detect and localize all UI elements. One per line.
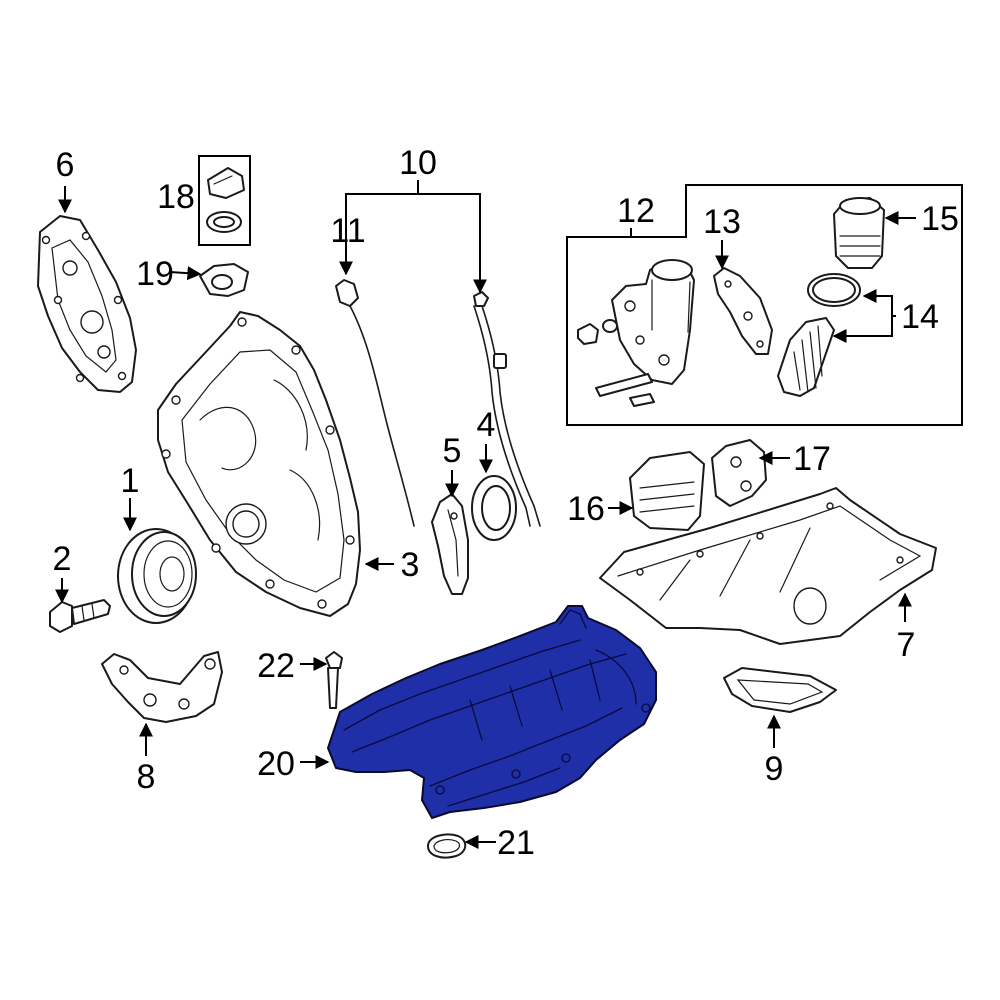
callout-12: 12 [617, 192, 655, 230]
leader-lines [55, 180, 916, 849]
callout-8: 8 [137, 758, 156, 796]
part-16-oil-cooler [629, 451, 705, 531]
callout-3: 3 [401, 546, 420, 584]
part-17-gasket [711, 439, 767, 507]
part-1-pulley [117, 528, 197, 624]
part-22-bolt [325, 651, 343, 709]
callout-17: 17 [793, 440, 831, 478]
callout-20: 20 [257, 745, 295, 783]
callout-19: 19 [136, 255, 174, 293]
callout-7: 7 [897, 626, 916, 664]
callout-21: 21 [497, 824, 535, 862]
callout-18: 18 [157, 178, 195, 216]
callout-labels: 6 18 19 10 11 12 13 15 14 17 16 5 4 3 1 … [53, 144, 959, 862]
part-6-cover-plate [37, 215, 137, 393]
callout-1: 1 [121, 462, 140, 500]
part-21-gasket [427, 833, 467, 859]
part-3-front-cover [157, 311, 361, 617]
callout-5: 5 [443, 432, 462, 470]
part-18-filler-cap [198, 155, 251, 246]
part-8-bracket [101, 651, 223, 723]
part-5-gasket [431, 493, 469, 595]
part-12-group-frame [566, 184, 963, 426]
callout-11: 11 [330, 212, 365, 250]
callout-14: 14 [901, 298, 939, 336]
part-14-filter-element [777, 317, 835, 397]
part-10-tube [473, 291, 541, 527]
part-15-filter-cap [833, 197, 885, 269]
callout-10: 10 [399, 144, 437, 182]
part-19-breather [199, 263, 249, 297]
callout-6: 6 [56, 146, 75, 184]
callout-16: 16 [567, 490, 605, 528]
part-2-bolt [49, 599, 111, 633]
manifold-body [327, 605, 657, 819]
part-20-intake-manifold [327, 605, 657, 819]
part-9-pan-gasket [723, 667, 837, 713]
part-13-gasket [713, 267, 773, 355]
callout-2: 2 [53, 540, 72, 578]
part-4-seal [471, 475, 517, 541]
part-12-filter-housing [577, 259, 695, 407]
part-14-oring [807, 273, 861, 307]
part-11-dipstick [335, 279, 415, 527]
callout-9: 9 [765, 750, 784, 788]
callout-22: 22 [257, 647, 295, 685]
part-7-oil-pan [599, 487, 937, 645]
callout-13: 13 [703, 203, 741, 241]
callout-15: 15 [921, 200, 959, 238]
callout-4: 4 [477, 406, 496, 444]
